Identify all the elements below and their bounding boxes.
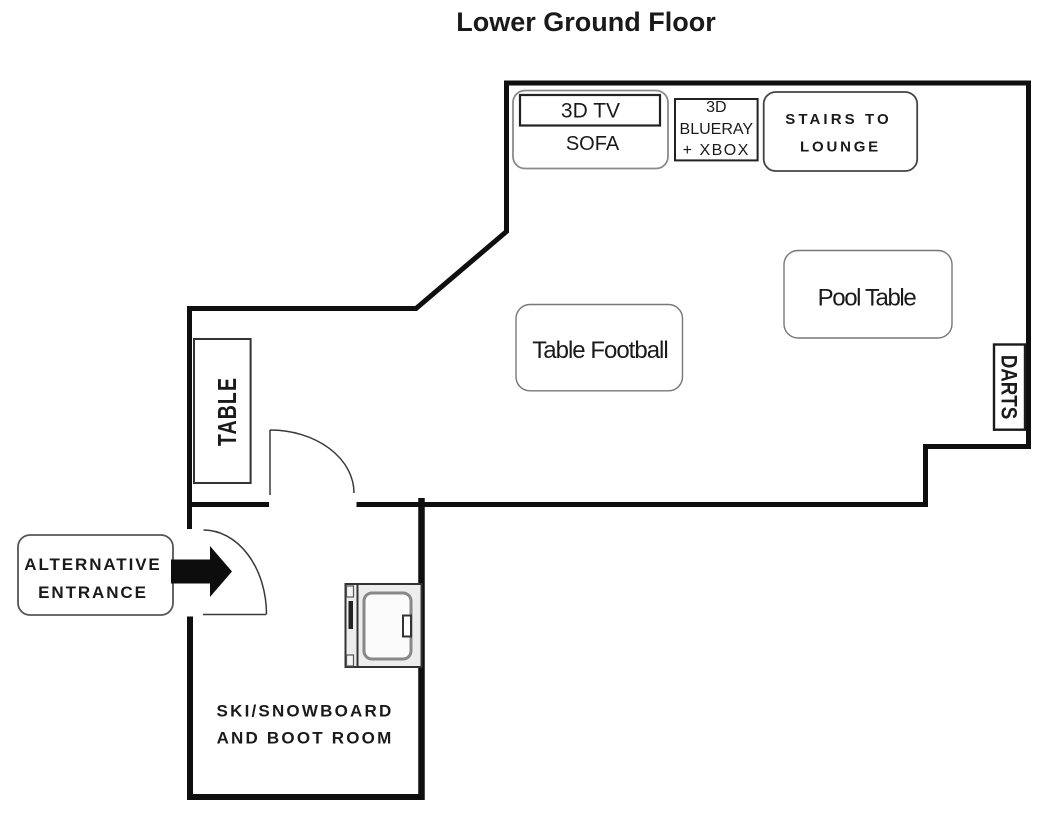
svg-text:LOUNGE: LOUNGE	[800, 139, 881, 156]
svg-text:ENTRANCE: ENTRANCE	[38, 583, 148, 602]
svg-text:SKI/SNOWBOARD: SKI/SNOWBOARD	[217, 702, 394, 721]
svg-text:DARTS: DARTS	[996, 355, 1020, 419]
svg-text:SOFA: SOFA	[566, 133, 620, 155]
svg-text:AND BOOT ROOM: AND BOOT ROOM	[217, 729, 394, 748]
svg-text:Pool Table: Pool Table	[818, 285, 917, 312]
svg-text:TABLE: TABLE	[212, 377, 241, 446]
svg-text:+ XBOX: + XBOX	[683, 142, 750, 159]
svg-text:Lower Ground Floor: Lower Ground Floor	[456, 7, 716, 37]
svg-text:ALTERNATIVE: ALTERNATIVE	[24, 555, 161, 574]
svg-text:3D: 3D	[706, 99, 726, 116]
svg-text:3D TV: 3D TV	[561, 100, 620, 123]
svg-text:BLUERAY: BLUERAY	[680, 121, 754, 138]
svg-text:Table Football: Table Football	[532, 337, 667, 364]
svg-text:STAIRS TO: STAIRS TO	[785, 111, 892, 128]
